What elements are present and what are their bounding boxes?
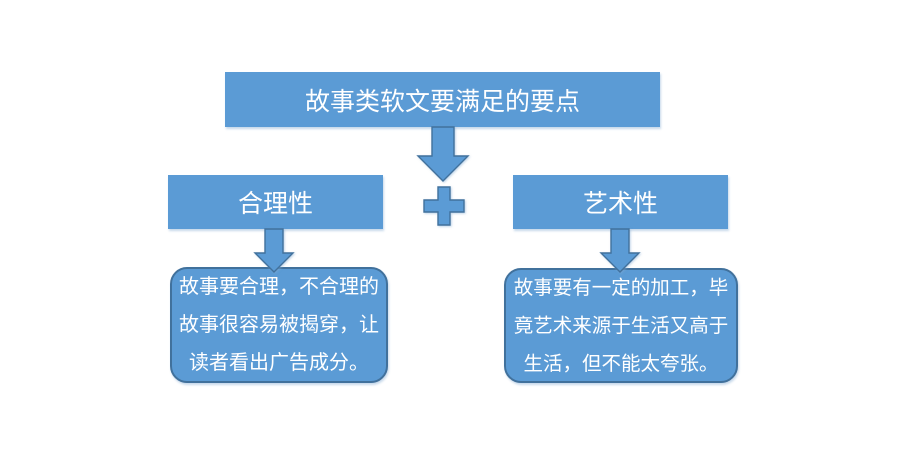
description-line: 故事很容易被揭穿，让 [179, 314, 379, 336]
branch-description-box-artistry: 故事要有一定的加工，毕 竟艺术来源于生活又高于 生活，但不能太夸张。 [504, 268, 738, 383]
branch-label-box-artistry: 艺术性 [513, 175, 728, 229]
down-arrow-icon [599, 228, 641, 273]
title-box: 故事类软文要满足的要点 [225, 72, 660, 127]
branch-label-text: 艺术性 [582, 190, 658, 218]
branch-label-box-rationality: 合理性 [168, 175, 383, 229]
branch-description-box-rationality: 故事要合理，不合理的 故事很容易被揭穿，让 读者看出广告成分。 [170, 267, 388, 383]
description-line: 读者看出广告成分。 [189, 352, 369, 374]
description-line: 故事要有一定的加工，毕 [513, 276, 729, 299]
description-line: 竟艺术来源于生活又高于 [513, 314, 729, 337]
description-line: 生活，但不能太夸张。 [523, 352, 719, 375]
description-line: 故事要合理，不合理的 [179, 276, 379, 298]
title-text: 故事类软文要满足的要点 [304, 87, 580, 116]
down-arrow-icon [253, 228, 295, 273]
branch-label-text: 合理性 [237, 190, 313, 218]
plus-icon [423, 186, 465, 226]
down-arrow-icon [416, 126, 470, 182]
